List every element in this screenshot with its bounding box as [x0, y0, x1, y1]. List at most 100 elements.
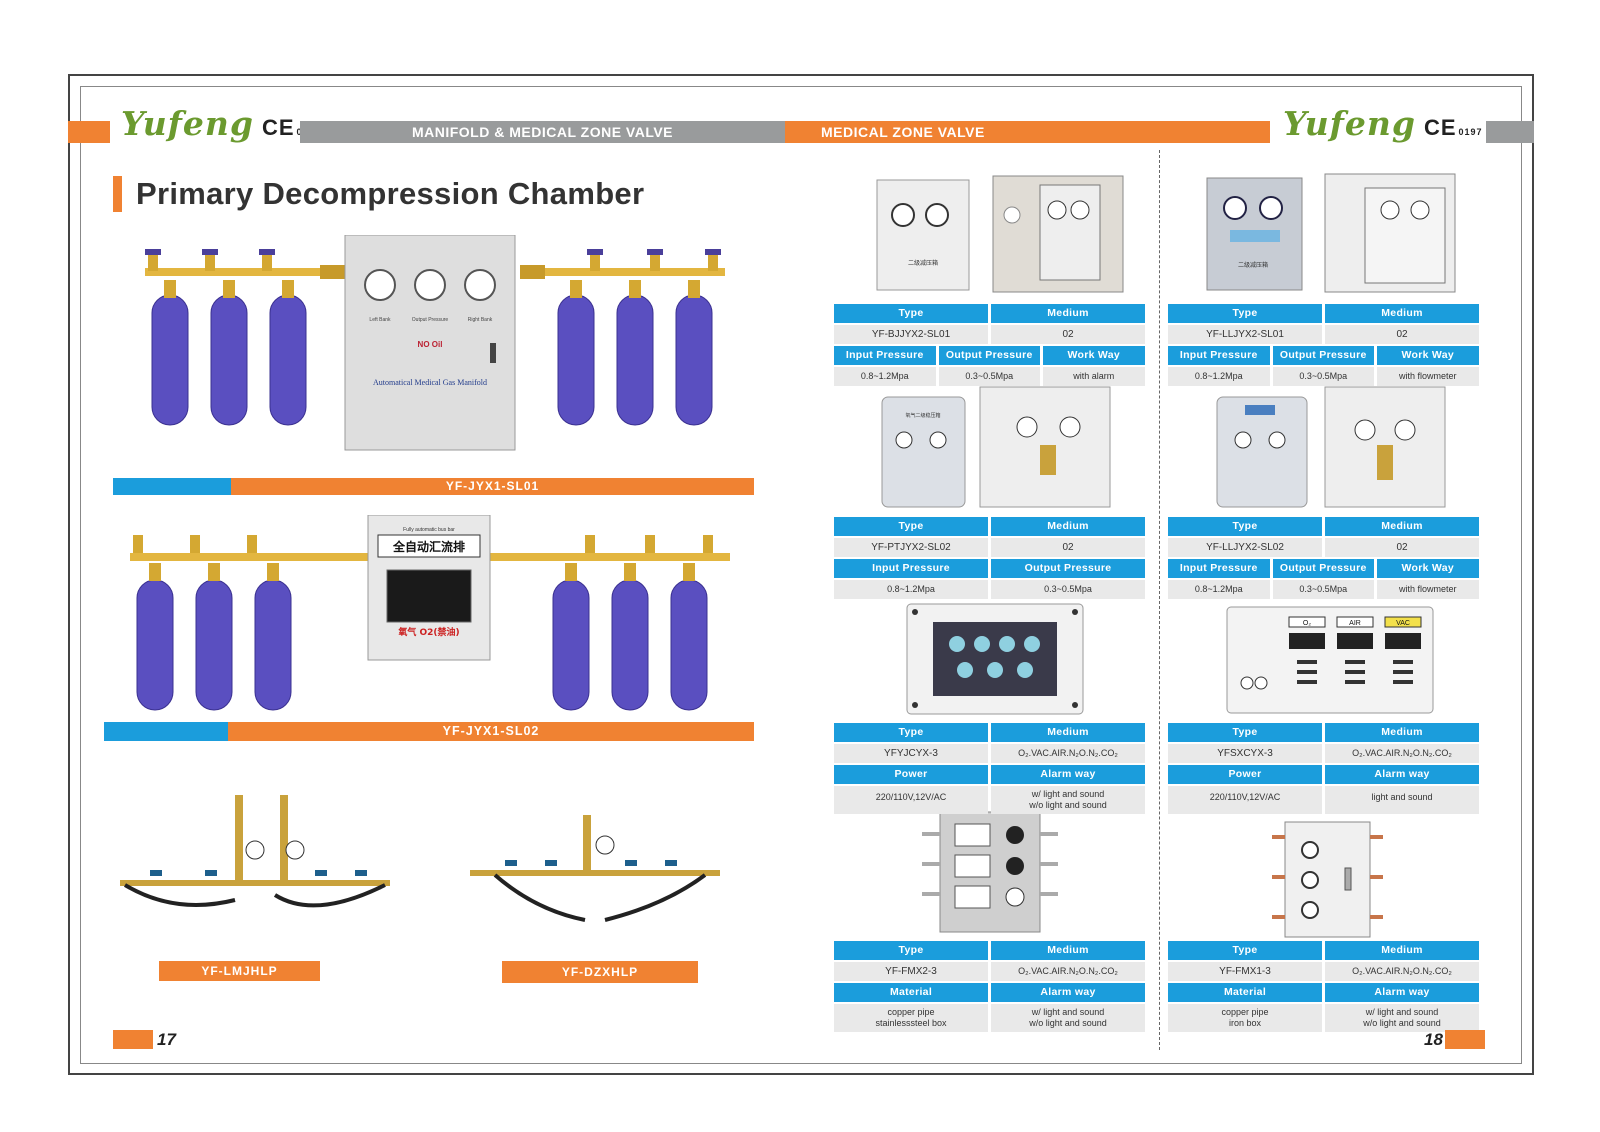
header-right-text: MEDICAL ZONE VALVE [821, 124, 985, 140]
page-17-bar [113, 1030, 153, 1049]
input-pressure-value: 0.8~1.2Mpa [1168, 580, 1270, 599]
svg-text:二级减压箱: 二级减压箱 [908, 259, 938, 267]
output-pressure-header: Output Pressure [938, 346, 1040, 365]
medium-value: 02 [1325, 325, 1479, 344]
lljyx2-sl01-image: 二级减压箱 [1206, 173, 1456, 293]
caption-dzxhlp: YF-DZXHLP [502, 961, 698, 983]
type-header: Type [1168, 304, 1322, 323]
page-number-18: 18 [1424, 1030, 1443, 1049]
output-pressure-header: Output Pressure [991, 559, 1145, 578]
type-header: Type [834, 517, 988, 536]
ptjyx2-image: 氧气二级稳压箱 [881, 386, 1111, 508]
medium-value: 02 [991, 538, 1145, 557]
svg-text:Right Bank: Right Bank [468, 317, 493, 323]
page-number-17: 17 [157, 1030, 176, 1049]
power-header: Power [834, 765, 988, 784]
bjjyx2-image: 二级减压箱 [876, 175, 1124, 293]
medium-header: Medium [991, 304, 1145, 323]
alarm-way-value: w/ light and sound w/o light and sound [991, 786, 1145, 814]
header-left-stub [68, 121, 110, 143]
caption-sl01: YF-JYX1-SL01 [231, 478, 754, 495]
output-pressure-header: Output Pressure [1272, 559, 1374, 578]
type-header: Type [834, 304, 988, 323]
type-value: YF-FMX2-3 [834, 962, 988, 981]
power-value: 220/110V,12V/AC [1168, 786, 1322, 814]
medium-header: Medium [991, 723, 1145, 742]
type-value: YFSXCYX-3 [1168, 744, 1322, 763]
lljyx2-sl02-image [1216, 386, 1446, 508]
material-header: Material [834, 983, 988, 1002]
svg-text:Left Bank: Left Bank [369, 317, 391, 323]
type-value: YF-BJJYX2-SL01 [834, 325, 988, 344]
material-value: copper pipe stainlesssteel box [834, 1004, 988, 1032]
material-header: Material [1168, 983, 1322, 1002]
work-way-header: Work Way [1377, 559, 1479, 578]
input-pressure-header: Input Pressure [834, 346, 936, 365]
output-pressure-value: 0.3~0.5Mpa [991, 580, 1145, 599]
svg-text:O₂: O₂ [1303, 620, 1311, 627]
alarm-way-value: light and sound [1325, 786, 1479, 814]
type-header: Type [1168, 723, 1322, 742]
type-value: YF-PTJYX2-SL02 [834, 538, 988, 557]
title-accent [113, 176, 122, 212]
output-pressure-header: Output Pressure [1272, 346, 1374, 365]
svg-text:Output Pressure: Output Pressure [412, 317, 449, 323]
svg-text:氧气二级稳压箱: 氧气二级稳压箱 [905, 412, 940, 419]
medium-value: 02 [991, 325, 1145, 344]
header-right-stub [1486, 121, 1534, 143]
fmx2-image [922, 811, 1058, 933]
input-pressure-value: 0.8~1.2Mpa [834, 580, 988, 599]
yf-lmjhlp-image [120, 795, 390, 908]
medium-header: Medium [1325, 517, 1479, 536]
fmx1-image [1272, 821, 1383, 938]
power-value: 220/110V,12V/AC [834, 786, 988, 814]
input-pressure-header: Input Pressure [1168, 346, 1270, 365]
medium-header: Medium [1325, 304, 1479, 323]
column-divider [1159, 150, 1160, 1050]
type-header: Type [834, 941, 988, 960]
svg-text:Fully automatic bus bar: Fully automatic bus bar [403, 527, 455, 533]
type-header: Type [834, 723, 988, 742]
caption-sl02-blue [104, 722, 228, 741]
work-way-header: Work Way [1043, 346, 1145, 365]
medium-value: O₂.VAC.AIR.N₂O.N₂.CO₂ [1325, 744, 1479, 763]
type-header: Type [1168, 517, 1322, 536]
input-pressure-value: 0.8~1.2Mpa [1168, 367, 1270, 386]
caption-sl02: YF-JYX1-SL02 [228, 722, 754, 741]
caption-lmjhlp: YF-LMJHLP [159, 961, 320, 981]
alarm-way-header: Alarm way [1325, 983, 1479, 1002]
header-left-band: MANIFOLD & MEDICAL ZONE VALVE [300, 121, 785, 143]
alarm-way-value: w/ light and sound w/o light and sound [1325, 1004, 1479, 1032]
medium-header: Medium [1325, 941, 1479, 960]
alarm-way-header: Alarm way [1325, 765, 1479, 784]
svg-text:Automatical Medical Gas Manifo: Automatical Medical Gas Manifold [373, 378, 487, 387]
medium-header: Medium [991, 517, 1145, 536]
svg-text:全自动汇流排: 全自动汇流排 [392, 539, 465, 554]
input-pressure-value: 0.8~1.2Mpa [834, 367, 936, 386]
manifold-sl02-image: Fully automatic bus bar 全自动汇流排 氧气 O2(禁油) [130, 515, 730, 711]
power-header: Power [1168, 765, 1322, 784]
manifold-sl01-image: Left Bank Output Pressure Right Bank NO … [145, 235, 725, 451]
yfsxcyx-image: O₂ AIR VAC [1226, 606, 1434, 714]
alarm-way-value: w/ light and sound w/o light and sound [991, 1004, 1145, 1032]
medium-value: O₂.VAC.AIR.N₂O.N₂.CO₂ [991, 962, 1145, 981]
work-way-header: Work Way [1377, 346, 1479, 365]
svg-text:AIR: AIR [1349, 620, 1361, 627]
medium-header: Medium [991, 941, 1145, 960]
output-pressure-value: 0.3~0.5Mpa [938, 367, 1040, 386]
work-way-value: with flowmeter [1377, 580, 1479, 599]
input-pressure-header: Input Pressure [1168, 559, 1270, 578]
type-header: Type [1168, 941, 1322, 960]
alarm-way-header: Alarm way [991, 765, 1145, 784]
output-pressure-value: 0.3~0.5Mpa [1272, 367, 1374, 386]
header-right-band: MEDICAL ZONE VALVE [785, 121, 1270, 143]
work-way-value: with alarm [1043, 367, 1145, 386]
